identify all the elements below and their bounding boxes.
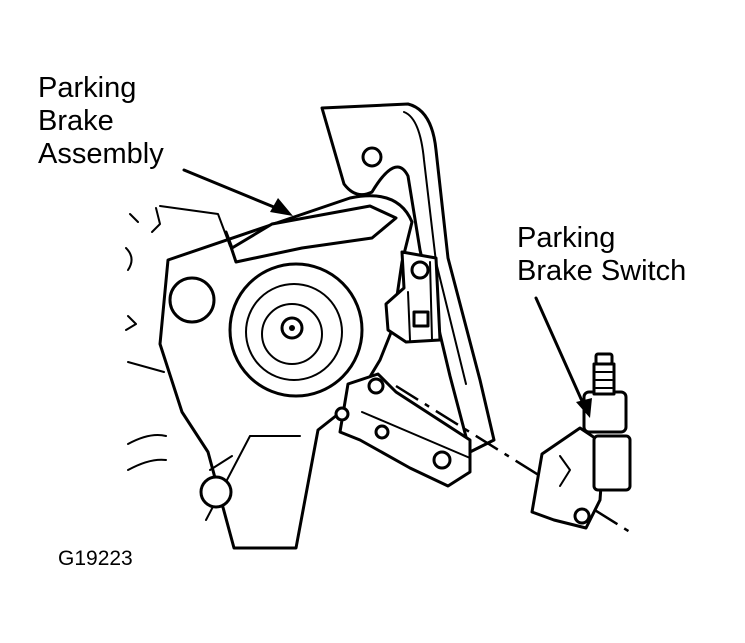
assembly-label-line-3: Assembly	[38, 138, 164, 170]
assembly-label-line-1: Parking	[38, 72, 137, 104]
left-frame-fragments	[125, 213, 167, 471]
switch-label-line-2: Brake Switch	[517, 255, 687, 287]
assembly-label-line-2: Brake	[38, 105, 114, 137]
switch-leader-line	[534, 296, 588, 412]
parking-brake-switch-label: Parking Brake Switch	[517, 222, 686, 288]
parking-brake-switch	[530, 352, 632, 530]
ratchet-drum	[228, 262, 364, 398]
parking-brake-assembly-label: Parking Brake Assembly	[38, 72, 164, 171]
upper-mounting-bracket	[320, 102, 496, 454]
figure-code: G19223	[58, 547, 133, 570]
switch-label-line-1: Parking	[517, 222, 616, 254]
pedal-link-bar	[334, 372, 472, 488]
assembly-leader-line	[182, 168, 288, 214]
brake-lever-arm	[151, 204, 398, 264]
cable-clevis	[384, 250, 442, 344]
